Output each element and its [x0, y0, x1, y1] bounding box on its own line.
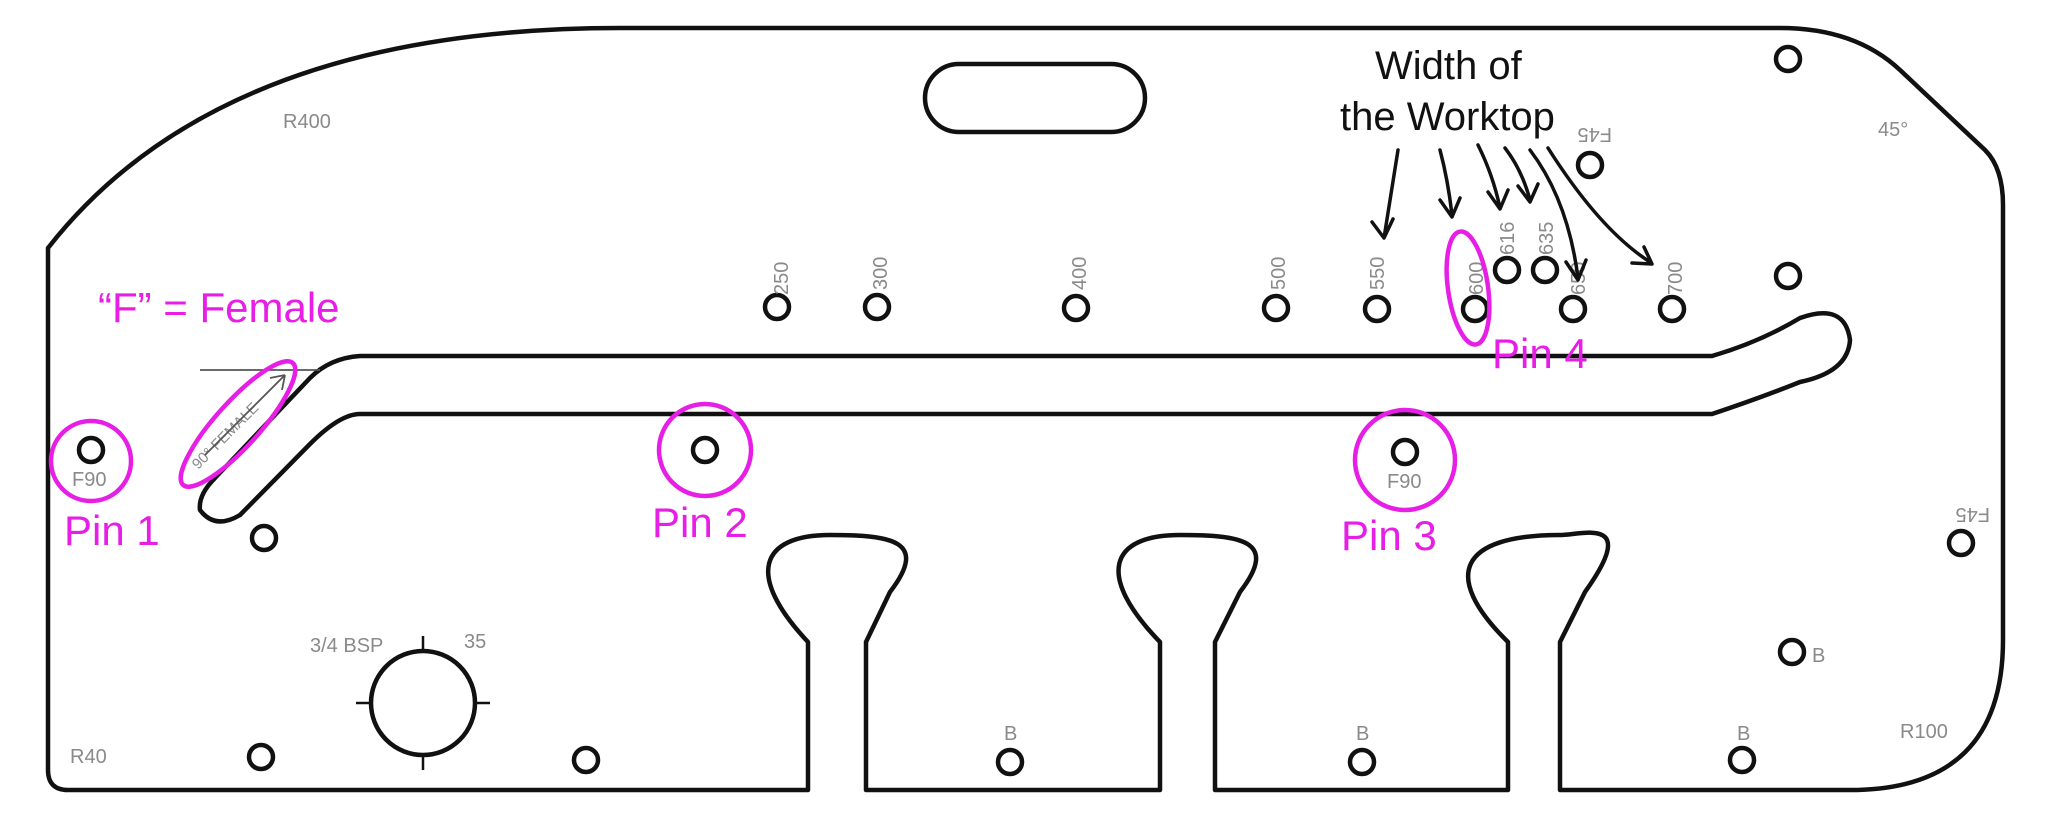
pin1-ring: [48, 418, 134, 504]
b-left-label: B: [1004, 723, 1017, 745]
pin-hole: [1777, 637, 1807, 667]
width-arrows: [1370, 143, 1654, 282]
b-right-label: B: [1737, 723, 1750, 745]
f45-right-label: F45: [1956, 503, 1990, 525]
pin-hole: [1492, 255, 1522, 285]
b-side-label: B: [1812, 645, 1825, 667]
width-mark-label: 400: [1069, 257, 1091, 290]
pin-hole: [1773, 261, 1803, 291]
pin-hole: [1460, 294, 1490, 324]
pin4-label: Pin 4: [1492, 330, 1588, 377]
width-title-line1: Width of: [1375, 44, 1523, 88]
pin-hole: [1347, 747, 1377, 777]
pin-hole: [1773, 44, 1803, 74]
pin-hole: [995, 747, 1025, 777]
f90-left-label: F90: [72, 469, 106, 491]
f45-top-label: F45: [1578, 123, 1612, 145]
width-mark-label: 616: [1497, 222, 1519, 255]
female-arrow: [204, 374, 286, 456]
pin3-ring: [1352, 407, 1458, 513]
pin-hole: [1362, 294, 1392, 324]
width-title-line2: the Worktop: [1340, 95, 1555, 139]
pin-hole: [690, 435, 720, 465]
r100-label: R100: [1900, 721, 1948, 743]
handle-slot: [922, 61, 1148, 135]
width-mark-label: 600: [1466, 262, 1488, 295]
pin-hole: [1261, 293, 1291, 323]
width-mark-label: 550: [1367, 257, 1389, 290]
female-legend: “F” = Female: [98, 284, 340, 331]
pin-hole: [76, 435, 106, 465]
pin4-ring: [1444, 229, 1492, 347]
width-mark-label: 700: [1665, 262, 1687, 295]
bsp-port: [356, 636, 490, 770]
long-slot: [197, 311, 1853, 524]
pin-hole: [246, 742, 276, 772]
angle-45-label: 45°: [1878, 119, 1908, 141]
bsp-label: 3/4 BSP: [310, 635, 383, 657]
hole-group: [76, 44, 1976, 777]
r400-label: R400: [283, 111, 331, 133]
b-middle-label: B: [1356, 723, 1369, 745]
pin2-label: Pin 2: [652, 499, 748, 546]
pin-hole: [1657, 294, 1687, 324]
pin-hole: [571, 745, 601, 775]
r40-label: R40: [70, 746, 107, 768]
f90-center-label: F90: [1387, 471, 1421, 493]
width-mark-label: 300: [870, 257, 892, 290]
female-slot-ring: [178, 359, 298, 489]
width-mark-label: 635: [1536, 222, 1558, 255]
bsp-size-label: 35: [464, 631, 486, 653]
pin-hole: [762, 292, 792, 322]
pin2-ring: [656, 401, 754, 499]
width-mark-label: 500: [1268, 257, 1290, 290]
pin-hole: [1727, 745, 1757, 775]
pin1-label: Pin 1: [64, 507, 160, 554]
pin-hole: [1061, 293, 1091, 323]
pin-hole: [1530, 255, 1560, 285]
pin-hole: [1558, 294, 1588, 324]
pin-hole: [1575, 150, 1605, 180]
pin-hole: [1390, 437, 1420, 467]
pin3-label: Pin 3: [1341, 512, 1437, 559]
pin-hole: [1946, 528, 1976, 558]
pin-hole: [249, 523, 279, 553]
pin-hole: [862, 292, 892, 322]
width-mark-label: 250: [771, 262, 793, 295]
